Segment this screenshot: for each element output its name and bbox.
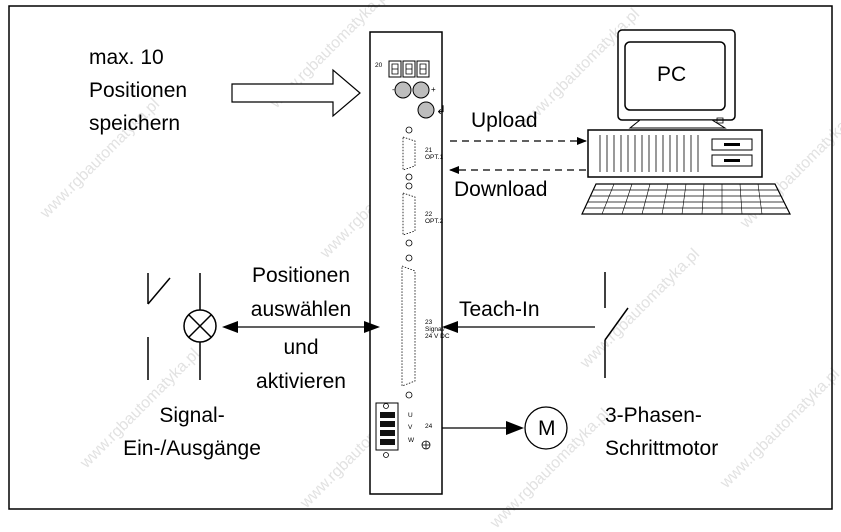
store-label-line2: Positionen: [89, 79, 188, 102]
minus-button: [394, 81, 412, 99]
terminal-screw-top: [383, 403, 389, 409]
terminal-v-label: V: [408, 424, 413, 431]
motor-symbol-label: M: [538, 417, 556, 440]
upload-label: Upload: [471, 109, 538, 132]
io-arrow-right: [364, 321, 380, 333]
port21-number: 21: [425, 147, 433, 154]
terminal-slot-4: [380, 439, 395, 445]
terminal-slot-2: [380, 421, 395, 427]
outer-frame: [8, 5, 833, 510]
teach-in-label: Teach-In: [459, 298, 540, 321]
minus-label: -: [392, 85, 395, 94]
port22-screw-bottom: [405, 239, 413, 247]
port23-line1: Signal/: [425, 326, 445, 333]
io-arrow-left: [222, 321, 238, 333]
port22-number: 22: [425, 211, 433, 218]
pc-computer: [581, 29, 791, 215]
keyboard: [581, 183, 791, 215]
store-label-line3: speichern: [89, 112, 181, 135]
terminal-screw-bottom: [383, 452, 389, 458]
motor-label-line2: Schrittmotor: [605, 437, 719, 460]
select-label-line4: aktivieren: [256, 370, 346, 393]
signal-label-line1: Signal-: [159, 404, 225, 427]
display-number-label: 20: [375, 62, 383, 69]
store-arrow: [231, 68, 361, 118]
teach-in-arrow: [442, 321, 458, 333]
pc-label: PC: [657, 63, 687, 86]
terminal-w-label: W: [408, 437, 415, 444]
port23-screw-bottom: [405, 391, 413, 399]
vent-lines: [599, 135, 699, 172]
terminal-number: 24: [425, 423, 433, 430]
port21-screw-top: [405, 126, 413, 134]
system-diagram: [8, 5, 833, 510]
display-digit-3: [416, 60, 430, 78]
port23-line2: 24 V DC: [425, 333, 450, 340]
controller-device: [369, 31, 443, 495]
display-digit-2: [402, 60, 416, 78]
port23-screw-top: [405, 254, 413, 262]
motor-circle: [524, 406, 568, 450]
download-label: Download: [454, 178, 548, 201]
enter-button: [417, 101, 435, 119]
port21-screw-bottom: [405, 173, 413, 181]
port23-connector: [401, 265, 416, 387]
select-label-line1: Positionen: [251, 264, 351, 287]
terminal-u-label: U: [408, 412, 413, 419]
plus-button: [412, 81, 430, 99]
terminal-slot-1: [380, 412, 395, 418]
monitor-stand: [628, 119, 727, 129]
port23-number: 23: [425, 319, 433, 326]
system-unit: [587, 129, 763, 178]
enter-label: ↲: [436, 103, 447, 117]
port22-screw-top: [405, 182, 413, 190]
port21-connector: [402, 136, 416, 171]
monitor-screen: [624, 41, 726, 111]
plus-label: +: [431, 85, 436, 94]
teach-in-switch: [604, 272, 629, 378]
select-label-line3: und: [283, 336, 319, 359]
display-digit-1: [388, 60, 402, 78]
store-label-line1: max. 10: [89, 46, 164, 69]
select-label-line2: auswählen: [250, 298, 352, 321]
port22-name: OPT.2: [425, 218, 444, 225]
signal-label-line2: Ein-/Ausgänge: [123, 437, 261, 460]
motor-label-line1: 3-Phasen-: [605, 404, 702, 427]
terminal-slot-3: [380, 430, 395, 436]
motor-arrow: [506, 421, 524, 435]
port22-connector: [402, 192, 416, 236]
port21-name: OPT.1: [425, 154, 444, 161]
signal-io-symbols: [147, 273, 217, 380]
